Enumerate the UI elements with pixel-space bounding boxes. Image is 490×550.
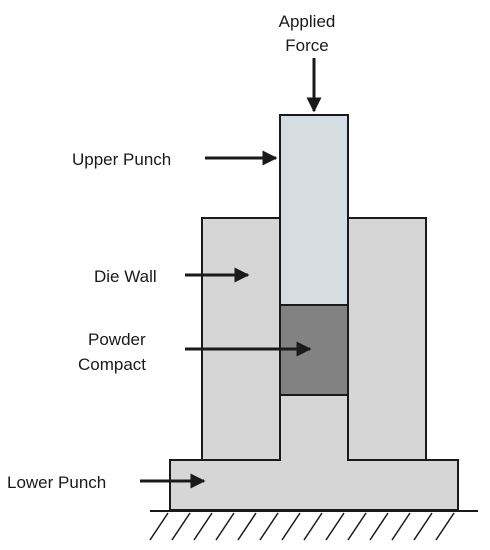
die-wall-label: Die Wall [94,267,157,286]
ground-hatch-line [281,512,301,541]
die-wall-left [201,217,281,461]
ground-hatch-line [391,512,411,541]
ground-hatch-line [347,512,367,541]
powder-compact-label-line1: Powder [88,330,146,349]
powder-compact-label-line2: Compact [78,355,146,374]
ground-hatch-line [171,512,191,541]
ground-hatch-line [259,512,279,541]
upper-punch-shape [279,114,349,306]
ground-hatch-line [325,512,345,541]
ground-hatch-line [435,512,455,541]
ground-hatching [149,510,478,541]
ground-hatch-line [413,512,433,541]
applied-force-label-line1: Applied [279,12,336,31]
ground-hatch-line [193,512,213,541]
ground-hatch-line [215,512,235,541]
ground-hatch-line [149,512,169,541]
lower-punch-label: Lower Punch [7,473,106,492]
ground-hatch-line [369,512,389,541]
die-wall-right [347,217,427,461]
ground-hatch-line [237,512,257,541]
upper-punch-label: Upper Punch [72,150,171,169]
ground-hatch-line [303,512,323,541]
applied-force-label-line2: Force [285,36,328,55]
